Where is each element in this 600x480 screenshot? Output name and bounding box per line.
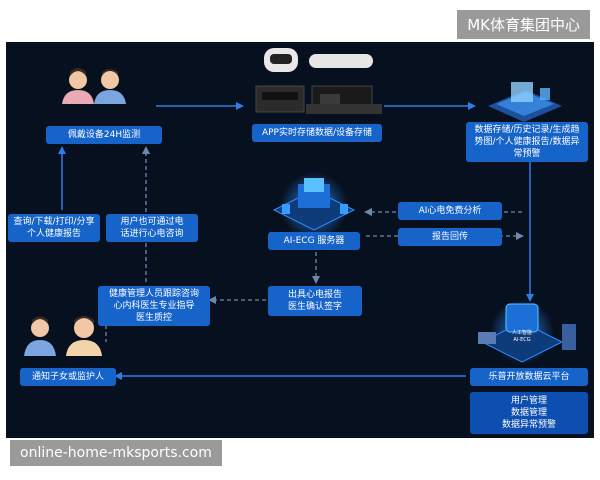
data-platform-illustration	[488, 82, 562, 122]
node-ai-ecg-server: AI-ECG 服务器	[268, 232, 360, 250]
family-illustration	[24, 316, 102, 356]
doctors-illustration	[62, 68, 126, 104]
node-cloud-functions: 用户管理 数据管理 数据异常预警	[470, 392, 588, 434]
node-app-storage: APP实时存储数据/设备存储	[252, 124, 382, 142]
cloud-badge-line1: 人工智能	[512, 329, 532, 336]
node-cloud-platform: 乐普开放数据云平台	[470, 368, 588, 386]
node-health-management: 健康管理人员跟踪咨询 心内科医生专业指导 医生质控	[98, 286, 210, 326]
node-ecg-report: 出具心电报告 医生确认签字	[268, 286, 362, 316]
node-wearable-monitoring: 佩戴设备24H监测	[46, 126, 162, 144]
node-report-return: 报告回传	[398, 228, 502, 246]
node-data-storage: 数据存储/历史记录/生成趋 势图/个人健康报告/数据异 常预警	[466, 122, 588, 162]
ecg-devices-illustration	[256, 48, 382, 114]
watermark-top: MK体育集团中心	[457, 10, 590, 39]
node-notify-family: 通知子女或监护人	[20, 368, 116, 386]
node-ai-free-analysis: AI心电免费分析	[398, 202, 502, 220]
ai-ecg-server-illustration	[274, 172, 354, 240]
watermark-bottom: online-home-mksports.com	[10, 440, 222, 466]
cloud-badge-line2: AI-ECG	[513, 337, 530, 343]
cloud-platform-illustration: 人工智能 AI-ECG	[478, 300, 576, 364]
flow-diagram-panel: 人工智能 AI-ECG 佩戴设备24H监测 APP实时存储数据/设备存储 数据存…	[6, 42, 594, 438]
node-query-report: 查询/下载/打印/分享 个人健康报告	[8, 214, 100, 242]
node-phone-consult: 用户也可通过电 话进行心电咨询	[106, 214, 198, 242]
